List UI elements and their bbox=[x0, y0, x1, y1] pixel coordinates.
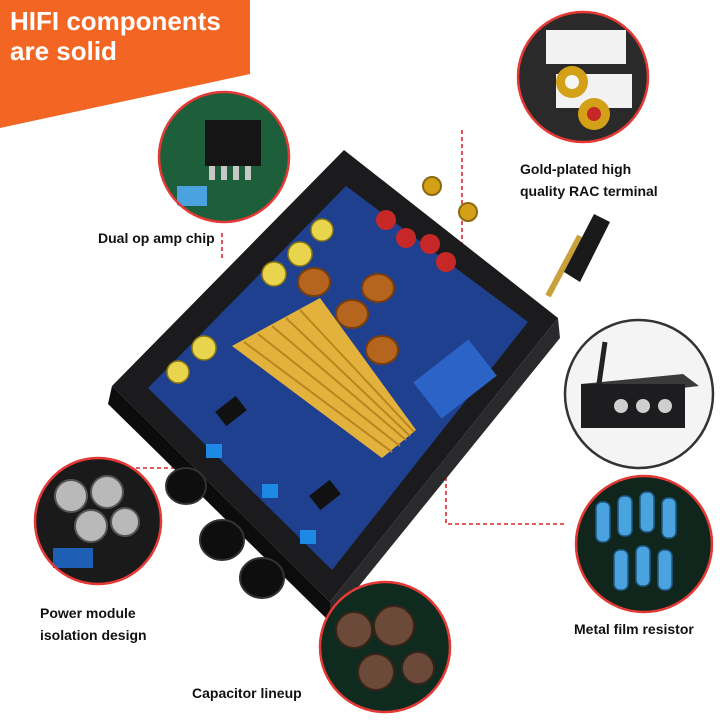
amplifier-chassis bbox=[108, 150, 610, 622]
zoom-circle-power bbox=[33, 456, 163, 586]
headline-banner bbox=[0, 0, 250, 128]
label-rca: Gold-plated high quality RAC terminal bbox=[520, 158, 658, 202]
zoom-circle-op-amp bbox=[157, 90, 291, 224]
label-rca-line-1: Gold-plated high bbox=[520, 161, 632, 177]
antenna bbox=[545, 214, 610, 298]
headline-line-1: HIFI components bbox=[10, 6, 221, 36]
label-resistor: Metal film resistor bbox=[574, 621, 694, 637]
label-power-line-1: Power module bbox=[40, 605, 136, 621]
label-op-amp: Dual op amp chip bbox=[98, 230, 215, 246]
label-power-line-2: isolation design bbox=[40, 627, 147, 643]
zoom-circle-product bbox=[563, 318, 715, 470]
label-rca-line-2: quality RAC terminal bbox=[520, 183, 658, 199]
zoom-circle-resistor bbox=[574, 474, 714, 614]
label-capacitor: Capacitor lineup bbox=[192, 685, 302, 701]
label-power: Power module isolation design bbox=[40, 602, 147, 646]
headline: HIFI components are solid bbox=[10, 6, 221, 66]
headline-line-2: are solid bbox=[10, 36, 117, 66]
zoom-circle-capacitor bbox=[318, 580, 452, 714]
zoom-circle-rca bbox=[516, 10, 650, 144]
